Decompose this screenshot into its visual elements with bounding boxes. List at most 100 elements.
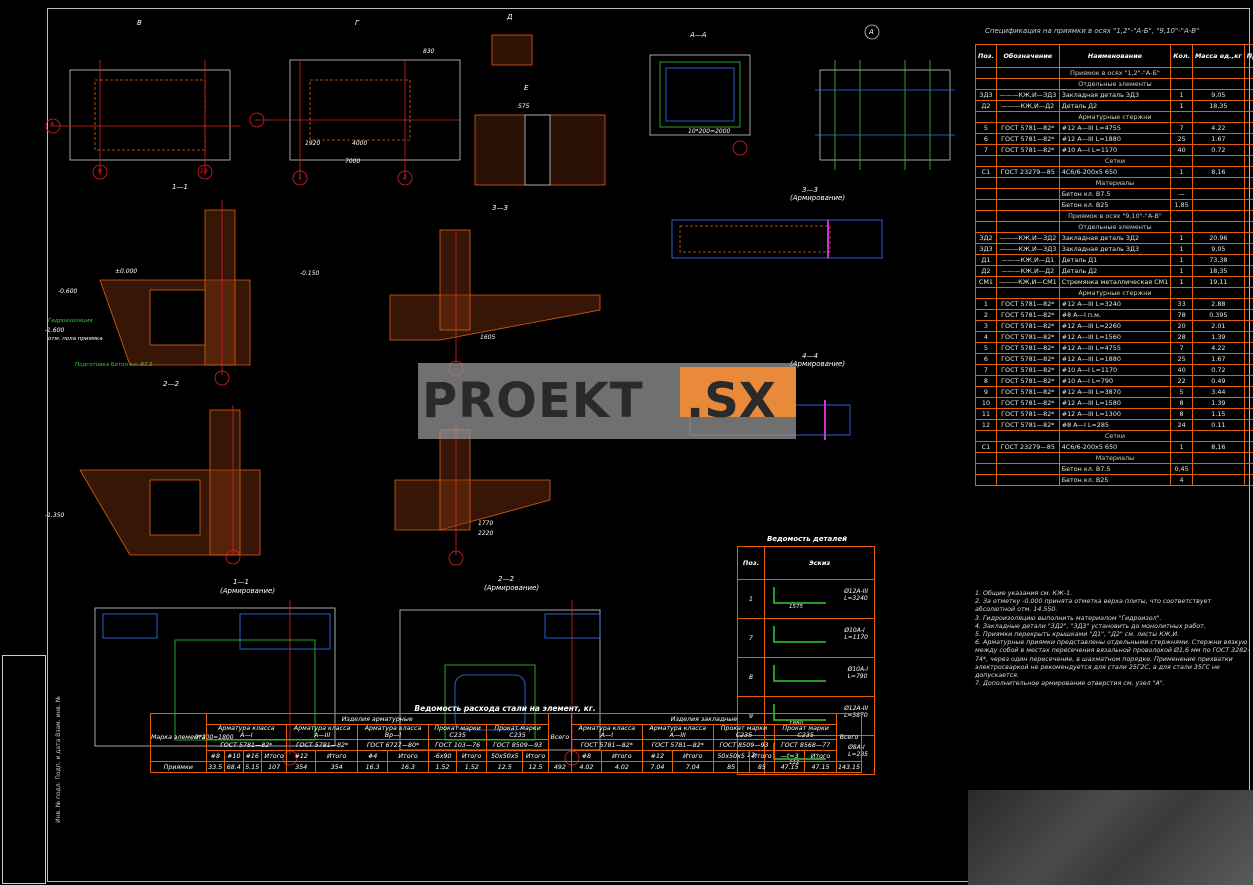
spec-cell-qty: 25 — [1170, 353, 1193, 365]
watermark-accent — [680, 367, 796, 417]
spec-cell-name: Бетон кл. B25 — [1058, 474, 1172, 486]
spec-cell-qty: 1 — [1170, 243, 1193, 255]
spec-cell-mass: 1.67 — [1191, 353, 1245, 365]
spec-cell-name: Бетон кл. B7.5 — [1058, 463, 1172, 475]
mark-1350: -1.350 — [45, 512, 65, 519]
cons-class-sub: С235 — [509, 732, 526, 739]
cons-sub-cell: #4 — [357, 750, 389, 762]
spec-cell-designation: ГОСТ 5781—82* — [995, 122, 1060, 134]
mark-0150: -0.150 — [300, 270, 320, 277]
cons-value-cell: 16.3 — [357, 761, 389, 773]
spec-cell-note: 17.2 — [1243, 386, 1253, 398]
cons-group-rebar: Изделия арматурные — [205, 713, 549, 725]
spec-section-row: Материалы — [975, 177, 1253, 189]
cons-sub-cell: Итого — [671, 750, 714, 762]
note-item: 5. Приямки перекрыть крышками "Д1", "Д2"… — [975, 631, 1180, 639]
watermark: PROEKT .SX — [418, 363, 796, 439]
cons-sub-cell: #10 — [224, 750, 244, 762]
spec-cell-name: #12 A—III L=4755 — [1058, 342, 1172, 354]
spec-cell-note: 9.20 — [1243, 408, 1253, 420]
spec-cell-designation: ГОСТ 5781—82* — [995, 298, 1060, 310]
spec-cell-note: 2.64 — [1243, 419, 1253, 431]
spec-cell-note: 28.8 — [1243, 144, 1253, 156]
cons-value-cell: 12.5 — [522, 761, 549, 773]
note-item: 6. Арматурные приямки представлены отдел… — [975, 639, 1250, 680]
spec-cell-mass: 0.49 — [1191, 375, 1245, 387]
cons-gost-cell: ГОСТ 5781—82* — [205, 739, 288, 751]
cons-sub-cell: Итого — [748, 750, 776, 762]
cons-class-name: Прокат марки — [782, 725, 829, 732]
spec-cell-pos: 6 — [975, 133, 997, 145]
section-11-label: 1—1 — [172, 183, 188, 191]
spec-cell-designation: ГОСТ 5781—82* — [995, 144, 1060, 156]
details-title: Ведомость деталей — [766, 535, 848, 543]
spec-cell-pos: 3 — [975, 320, 997, 332]
note-item: 3. Гидроизоляцию выполнить материалом "Г… — [975, 614, 1162, 622]
spec-cell-name: #12 A—III L=1300 — [1058, 408, 1172, 420]
cons-gost-cell: ГОСТ 5781—82* — [286, 739, 359, 751]
spec-cell-note: м³ — [1243, 474, 1253, 486]
spec-cell-designation: ГОСТ 5781—82* — [995, 419, 1060, 431]
cons-value-cell: 1.52 — [427, 761, 458, 773]
spec-cell-qty: 1 — [1170, 276, 1193, 288]
spec-section-row: Арматурные стержни — [975, 287, 1253, 299]
mark-1600: -1.600 — [45, 327, 65, 334]
spec-cell-pos: 12 — [975, 419, 997, 431]
spec-cell-qty: 1,85 — [1170, 199, 1193, 211]
spec-cell-mass: 0.395 — [1191, 309, 1245, 321]
cons-value-cell: 85 — [712, 761, 750, 773]
rebar-sketch-icon — [773, 665, 826, 682]
cons-value-cell: 7.04 — [641, 761, 673, 773]
cons-sub-cell: -6х90 — [427, 750, 458, 762]
spec-cell-mass: 9,05 — [1191, 89, 1245, 101]
spec-cell-note: м³ — [1243, 199, 1253, 211]
spec-cell-name: #10 A—I L=1170 — [1058, 364, 1172, 376]
spec-cell-note: 20.96 — [1243, 232, 1253, 244]
spec-cell-pos: 9 — [975, 386, 997, 398]
side-stamp: Инв. № подл. Подп. и дата Взам. инв. № — [2, 655, 62, 884]
side-stamp-text: Инв. № подл. Подп. и дата Взам. инв. № — [54, 696, 62, 823]
spec-cell-note: 9,05 — [1243, 243, 1253, 255]
spec-cell-pos: Д1 — [975, 254, 997, 266]
spec-cell-designation: ———КЖ,И—ЗД3 — [995, 243, 1060, 255]
spec-section-title: Отдельные элементы — [1058, 78, 1172, 90]
details-label-diameter: Ø12А-III — [844, 705, 868, 712]
cons-value-cell: 85 — [748, 761, 776, 773]
spec-cell-note: м³ — [1243, 463, 1253, 475]
spec-cell-name: Бетон кл. B25 — [1058, 199, 1172, 211]
cons-gost-cell: ГОСТ 5781—82* — [570, 739, 643, 751]
note-gidro: Гидроизоляция — [48, 318, 93, 324]
section-33-label: 3—3 — [492, 204, 508, 212]
spec-header-note: Примечание — [1243, 44, 1253, 68]
spec-cell-qty: 1 — [1170, 232, 1193, 244]
spec-cell-qty: 1 — [1170, 265, 1193, 277]
section-g-label: Г — [355, 19, 359, 27]
spec-cell-qty: 1 — [1170, 100, 1193, 112]
spec-section-title: Сетки — [1058, 155, 1172, 167]
spec-cell-qty: 25 — [1170, 133, 1193, 145]
cons-gost-cell: ГОСТ 5781—82* — [641, 739, 714, 751]
spec-cell-name: Деталь Д2 — [1058, 265, 1172, 277]
note-item: 7. Дополнительное армирование отверстия … — [975, 680, 1165, 688]
spec-section-title: Арматурные стержни — [1058, 287, 1172, 299]
spec-cell-note: 73,38 — [1243, 254, 1253, 266]
mark-0600: -0.600 — [58, 288, 78, 295]
dim-10200: 10*200=2000 — [688, 128, 731, 135]
cons-value-cell: 107 — [261, 761, 288, 773]
spec-cell-pos: 11 — [975, 408, 997, 420]
spec-cell-mass: 8,16 — [1191, 441, 1245, 453]
cons-class-sub: С235 — [449, 732, 466, 739]
spec-cell-qty: 8 — [1170, 408, 1193, 420]
spec-section-title: Отдельные элементы — [1058, 221, 1172, 233]
spec-section-title: Материалы — [1058, 177, 1172, 189]
spec-cell-qty: 33 — [1170, 298, 1193, 310]
